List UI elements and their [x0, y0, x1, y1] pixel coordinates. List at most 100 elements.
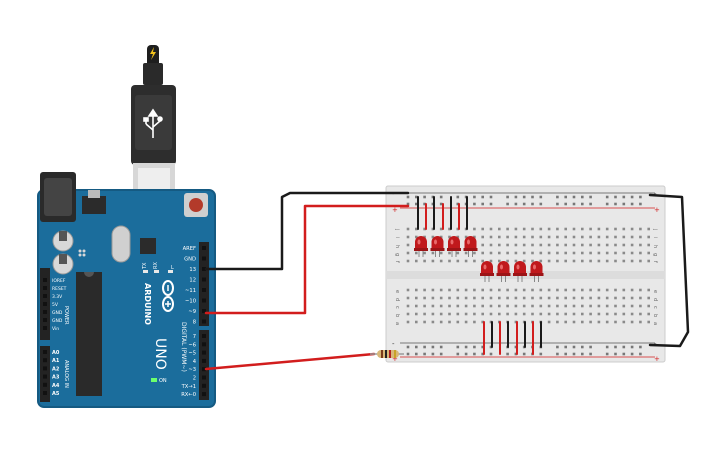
breadboard-hole[interactable] — [506, 259, 509, 263]
rail-hole[interactable] — [605, 352, 609, 356]
rail-hole[interactable] — [539, 202, 543, 206]
breadboard-hole[interactable] — [439, 251, 443, 255]
rail-hole[interactable] — [489, 195, 493, 199]
breadboard-hole[interactable] — [622, 243, 626, 247]
breadboard-hole[interactable] — [630, 251, 634, 255]
header-pin[interactable] — [43, 318, 47, 322]
rail-hole[interactable] — [431, 345, 435, 349]
breadboard-hole[interactable] — [531, 288, 534, 292]
rail-hole[interactable] — [489, 202, 493, 206]
breadboard-hole[interactable] — [423, 235, 426, 239]
breadboard-hole[interactable] — [589, 251, 592, 255]
breadboard-hole[interactable] — [439, 296, 443, 300]
rail-hole[interactable] — [473, 352, 476, 356]
header-pin[interactable] — [202, 319, 206, 324]
breadboard-hole[interactable] — [639, 227, 642, 231]
header-pin[interactable] — [43, 310, 47, 314]
rail-hole[interactable] — [506, 352, 509, 356]
rail-hole[interactable] — [531, 195, 534, 199]
breadboard-hole[interactable] — [556, 243, 559, 247]
breadboard-hole[interactable] — [423, 288, 426, 292]
breadboard-hole[interactable] — [456, 235, 460, 239]
breadboard-hole[interactable] — [514, 251, 518, 255]
breadboard-hole[interactable] — [531, 312, 534, 316]
rail-hole[interactable] — [556, 195, 559, 199]
breadboard-hole[interactable] — [589, 320, 592, 324]
breadboard-hole[interactable] — [564, 312, 567, 316]
breadboard-hole[interactable] — [597, 288, 601, 292]
breadboard-hole[interactable] — [605, 235, 609, 239]
breadboard-hole[interactable] — [597, 235, 601, 239]
breadboard-hole[interactable] — [415, 320, 418, 324]
breadboard-hole[interactable] — [572, 320, 576, 324]
rail-hole[interactable] — [481, 345, 484, 349]
digital-header[interactable] — [199, 242, 209, 400]
breadboard-hole[interactable] — [630, 259, 634, 263]
breadboard-hole[interactable] — [605, 312, 609, 316]
rail-hole[interactable] — [564, 195, 567, 199]
breadboard-hole[interactable] — [605, 320, 609, 324]
breadboard-hole[interactable] — [605, 251, 609, 255]
rail-hole[interactable] — [439, 345, 443, 349]
breadboard-hole[interactable] — [415, 312, 418, 316]
led[interactable] — [463, 236, 478, 257]
breadboard-hole[interactable] — [639, 259, 642, 263]
rail-hole[interactable] — [605, 345, 609, 349]
rail-hole[interactable] — [514, 345, 518, 349]
breadboard-hole[interactable] — [489, 227, 493, 231]
breadboard-hole[interactable] — [539, 251, 543, 255]
breadboard-hole[interactable] — [572, 304, 576, 308]
breadboard-hole[interactable] — [423, 251, 426, 255]
breadboard-hole[interactable] — [448, 227, 451, 231]
breadboard-hole[interactable] — [614, 320, 617, 324]
breadboard-hole[interactable] — [406, 320, 410, 324]
breadboard-hole[interactable] — [506, 304, 509, 308]
breadboard-hole[interactable] — [556, 320, 559, 324]
header-pin[interactable] — [43, 326, 47, 330]
breadboard-hole[interactable] — [481, 288, 484, 292]
rail-hole[interactable] — [456, 202, 460, 206]
breadboard-hole[interactable] — [556, 235, 559, 239]
breadboard-hole[interactable] — [439, 259, 443, 263]
breadboard-hole[interactable] — [456, 259, 460, 263]
breadboard-hole[interactable] — [589, 227, 592, 231]
header-pin[interactable] — [202, 383, 206, 388]
breadboard-hole[interactable] — [514, 312, 518, 316]
breadboard-hole[interactable] — [639, 235, 642, 239]
rail-hole[interactable] — [415, 352, 418, 356]
rail-hole[interactable] — [581, 345, 584, 349]
breadboard-hole[interactable] — [639, 312, 642, 316]
header-pin[interactable] — [43, 302, 47, 306]
breadboard-hole[interactable] — [622, 288, 626, 292]
breadboard-hole[interactable] — [473, 259, 476, 263]
breadboard-hole[interactable] — [456, 312, 460, 316]
breadboard-hole[interactable] — [531, 227, 534, 231]
breadboard-hole[interactable] — [406, 296, 410, 300]
header-pin[interactable] — [202, 375, 206, 380]
breadboard-hole[interactable] — [431, 235, 435, 239]
breadboard-hole[interactable] — [572, 296, 576, 300]
breadboard-hole[interactable] — [506, 243, 509, 247]
rail-hole[interactable] — [514, 352, 518, 356]
breadboard-hole[interactable] — [605, 259, 609, 263]
breadboard-hole[interactable] — [622, 320, 626, 324]
breadboard-hole[interactable] — [630, 312, 634, 316]
breadboard-hole[interactable] — [597, 296, 601, 300]
breadboard-hole[interactable] — [406, 288, 410, 292]
breadboard-hole[interactable] — [439, 235, 443, 239]
rail-hole[interactable] — [614, 202, 617, 206]
rail-hole[interactable] — [539, 352, 543, 356]
breadboard-hole[interactable] — [481, 251, 484, 255]
arduino-board[interactable]: TX RX L ARDUINO UNO DIGITAL (PWM~) ON — [37, 172, 216, 408]
breadboard-hole[interactable] — [572, 235, 576, 239]
breadboard-hole[interactable] — [448, 304, 451, 308]
breadboard-hole[interactable] — [439, 227, 443, 231]
rail-hole[interactable] — [439, 195, 443, 199]
breadboard-hole[interactable] — [522, 312, 526, 316]
rail-hole[interactable] — [473, 202, 476, 206]
breadboard-hole[interactable] — [464, 296, 468, 300]
breadboard-hole[interactable] — [572, 259, 576, 263]
breadboard-hole[interactable] — [522, 259, 526, 263]
header-pin[interactable] — [43, 382, 47, 387]
breadboard-hole[interactable] — [406, 259, 410, 263]
